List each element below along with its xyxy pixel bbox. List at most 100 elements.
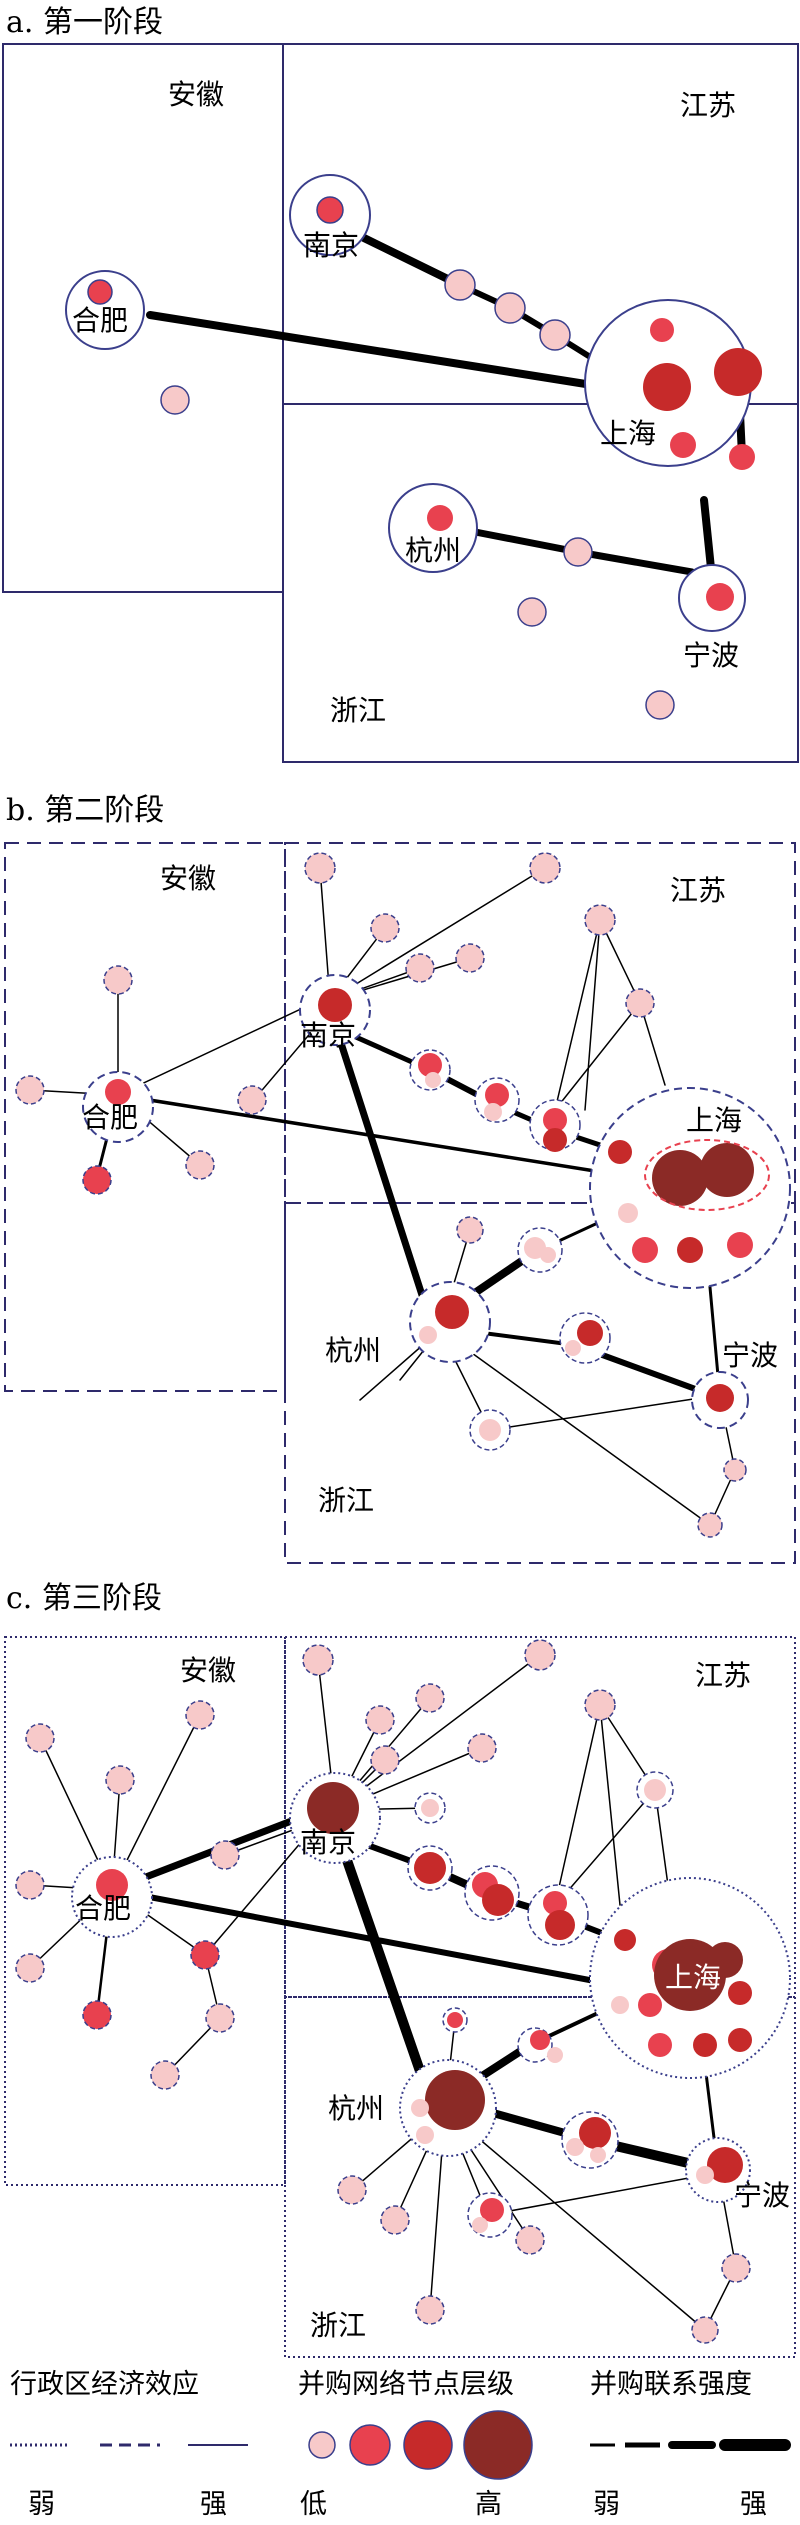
node-hangzhou — [425, 2070, 485, 2130]
link-thin — [599, 1704, 621, 1906]
node-low — [611, 1996, 629, 2014]
panel-c-nodes — [15, 1639, 752, 2344]
panel-b-nodes — [15, 852, 770, 1538]
link-hangzhou-node — [461, 526, 582, 556]
node-low — [337, 2175, 367, 2205]
link-thin — [489, 1397, 701, 1431]
legend-admin-weak: 弱 — [28, 2489, 55, 2520]
node-low — [370, 1745, 400, 1775]
node-low — [185, 1150, 215, 1180]
node-ningbo — [706, 1384, 734, 1412]
node-low — [723, 1458, 747, 1482]
node-low — [456, 1216, 484, 1244]
legend-link-strong: 强 — [740, 2489, 767, 2520]
node-low — [416, 2126, 434, 2144]
node-low — [479, 1419, 501, 1441]
node-mid — [82, 1165, 112, 1195]
city-label-ningbo: 宁波 — [722, 1339, 778, 1372]
node-low — [15, 1953, 45, 1983]
panel-a-nodes — [87, 196, 762, 720]
link-thin — [439, 1329, 711, 1526]
node-midhigh — [693, 2033, 717, 2057]
node-low — [210, 1840, 240, 1870]
city-label-shanghai: 上海 — [665, 1961, 721, 1994]
region-label-zhejiang: 浙江 — [330, 694, 386, 727]
link-hefei-shanghai — [109, 1887, 603, 1985]
node-low — [411, 2099, 429, 2117]
legend-admin-title: 行政区经济效应 — [10, 2369, 199, 2400]
node-low — [380, 2205, 410, 2235]
legend-link-weak: 弱 — [593, 2489, 620, 2520]
node-low — [721, 2253, 751, 2283]
node-mid — [648, 2033, 672, 2057]
node-ningbo — [706, 583, 734, 611]
node-low — [697, 1512, 723, 1538]
node-low — [105, 1765, 135, 1795]
node-nanjing — [318, 988, 352, 1022]
node-anhui-small — [160, 385, 190, 415]
panel-c-region-boundaries — [4, 1636, 796, 2358]
node-shanghai-high — [707, 1942, 743, 1978]
node-ningbo — [707, 2147, 743, 2183]
region-label-zhejiang: 浙江 — [318, 1484, 374, 1517]
node-mid — [485, 1083, 509, 1107]
legend-node-low-label: 低 — [300, 2489, 327, 2520]
node-midhigh — [482, 1884, 514, 1916]
node-shanghai — [714, 348, 762, 396]
region-label-zhejiang: 浙江 — [310, 2309, 366, 2342]
legend-node-mid — [349, 2424, 391, 2466]
link-nanjing-chain — [360, 234, 464, 289]
link-thin — [444, 2109, 706, 2331]
city-label-shanghai: 上海 — [686, 1104, 742, 1137]
node-low — [547, 2047, 563, 2063]
link-thin — [554, 1704, 601, 1906]
city-label-ningbo: 宁波 — [734, 2179, 790, 2212]
city-label-hefei: 合肥 — [82, 1101, 138, 1134]
node-mid — [543, 1891, 567, 1915]
node-nanjing — [307, 1782, 359, 1834]
node-low — [584, 904, 616, 936]
city-label-shanghai: 上海 — [600, 417, 656, 450]
node-low — [103, 965, 133, 995]
city-label-hangzhou: 杭州 — [325, 1334, 381, 1367]
node-low — [644, 1779, 666, 1801]
city-label-hefei: 合肥 — [72, 304, 128, 337]
node-jiangsu — [444, 269, 476, 301]
node-low — [590, 2147, 606, 2163]
panel-a-title: a. 第一阶段 — [6, 5, 163, 40]
node-mid — [82, 2000, 112, 2030]
panel-b-title: b. 第二阶段 — [6, 793, 164, 828]
link-thin — [487, 2174, 706, 2216]
node-jiangsu — [539, 319, 571, 351]
node-hangzhou — [427, 505, 453, 531]
link-thin — [554, 919, 601, 1111]
region-label-anhui: 安徽 — [160, 862, 216, 895]
panel-a-region-boundaries — [2, 43, 799, 763]
anhui-boundary — [4, 1636, 286, 2186]
legend-node-high — [463, 2410, 533, 2480]
node-low — [302, 1644, 334, 1676]
node-mid — [543, 1108, 567, 1132]
node-mid — [447, 2012, 463, 2028]
link-thin — [329, 867, 546, 1001]
node-low — [515, 2225, 545, 2255]
node-mid — [480, 2198, 504, 2222]
link-thin — [554, 1002, 641, 1111]
link-thin — [559, 1789, 656, 1901]
node-low — [467, 1733, 497, 1763]
node-low — [455, 943, 485, 973]
city-label-nanjing: 南京 — [303, 229, 359, 262]
hefei-circle — [82, 1071, 154, 1143]
node-hefei — [105, 1079, 131, 1105]
node-low — [566, 2138, 584, 2156]
node-midhigh — [414, 1852, 446, 1884]
node-low — [472, 2217, 488, 2233]
node-low — [625, 988, 655, 1018]
link-nanjing-hangzhou — [335, 1835, 435, 2105]
node-low — [304, 852, 336, 884]
node-mid — [638, 1993, 662, 2017]
node-low — [584, 1689, 616, 1721]
node-mid — [727, 1232, 753, 1258]
panel-b-region-boundaries — [4, 842, 796, 1564]
